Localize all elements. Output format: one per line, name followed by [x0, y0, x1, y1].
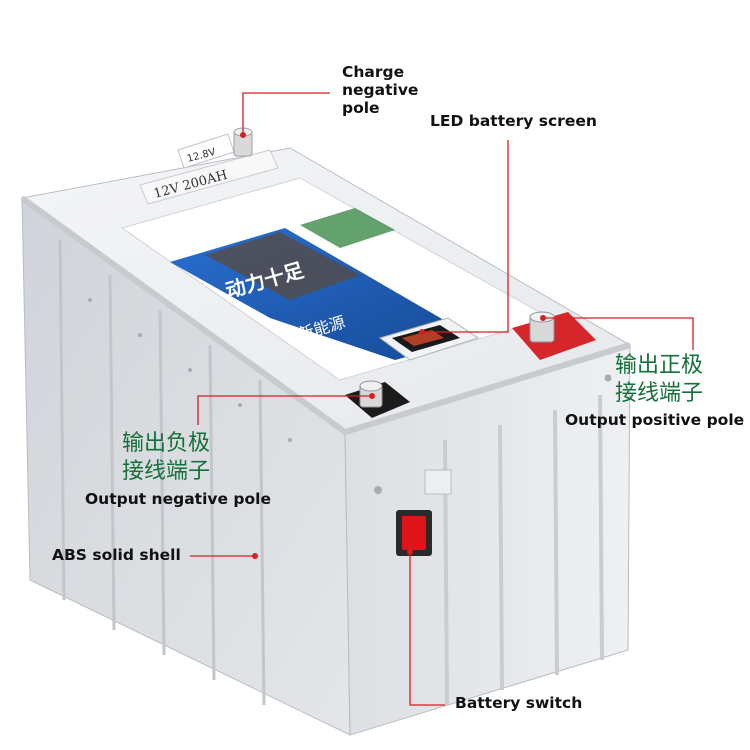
- label-positive-cn-line-2: 接线端子: [615, 380, 704, 406]
- label-charge-line-1: Charge: [342, 63, 405, 81]
- rating-strip: [139, 149, 279, 205]
- label-output-positive-en: Output positive pole: [565, 411, 745, 429]
- front-ribs: [443, 394, 604, 706]
- top-edge-lip: [20, 195, 631, 436]
- product-label-cells: [300, 208, 395, 248]
- front-clip: [424, 469, 452, 495]
- label-output-negative-cn: 输出负极 接线端子: [122, 430, 210, 485]
- front-screw: [374, 486, 382, 494]
- battery-switch[interactable]: [402, 516, 426, 550]
- leader-lines: [190, 92, 694, 706]
- side-rivets: [88, 298, 292, 442]
- label-output-negative-en: Output negative pole: [85, 490, 271, 508]
- label-charge-negative-pole: Charge negative pole: [342, 63, 419, 117]
- leader-dots: [240, 132, 546, 559]
- led-screen-glow: [402, 330, 444, 346]
- label-negative-cn-line-2: 接线端子: [122, 458, 211, 484]
- label-charge-line-3: pole: [342, 98, 380, 117]
- label-positive-cn-line-1: 输出正极: [615, 353, 704, 378]
- side-ribs: [58, 239, 266, 706]
- label-led-battery-screen: LED battery screen: [430, 112, 597, 130]
- front-screw-right: [604, 374, 612, 382]
- label-output-positive-cn: 输出正极 接线端子: [615, 352, 703, 407]
- label-negative-cn-line-1: 输出负极: [122, 431, 211, 456]
- label-battery-switch: Battery switch: [455, 694, 583, 712]
- label-charge-line-2: negative: [342, 80, 419, 99]
- product-label-photo: [205, 232, 360, 300]
- label-abs-solid-shell: ABS solid shell: [52, 546, 181, 564]
